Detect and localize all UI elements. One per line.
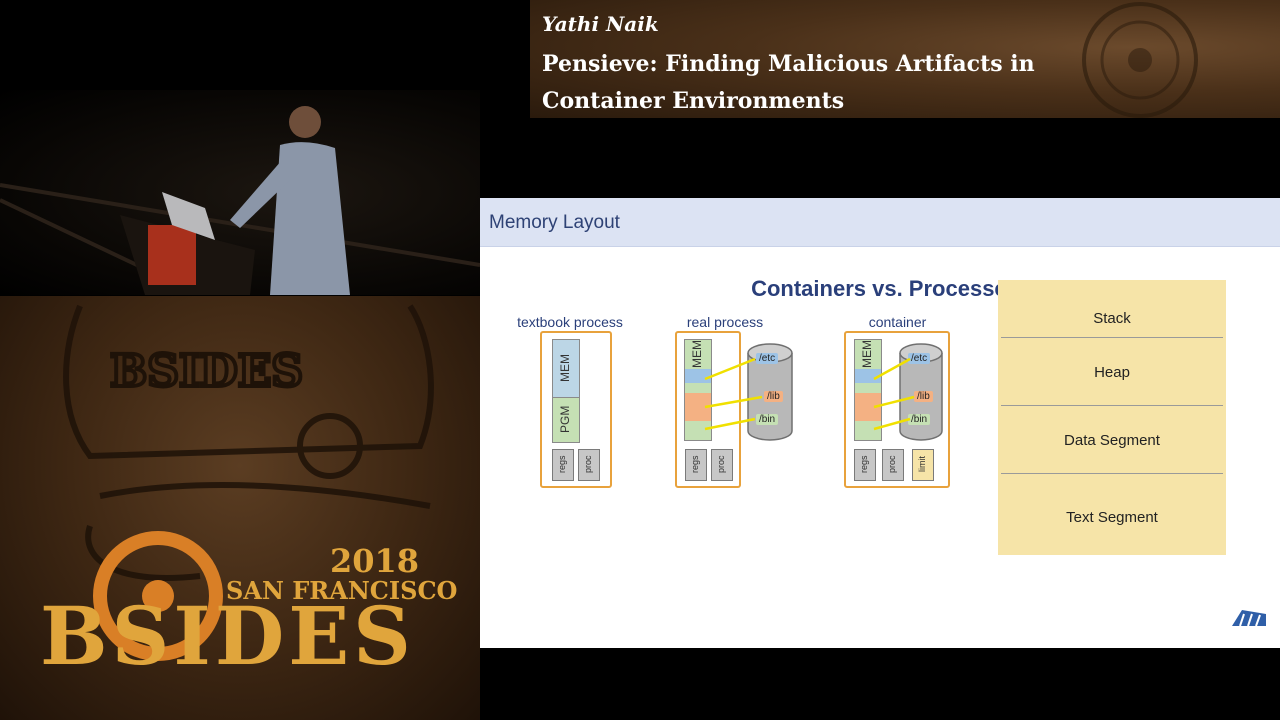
real-process-box: MEM regs proc: [675, 331, 741, 488]
slide-subtitle: Containers vs. Processes: [751, 276, 1019, 301]
diagram-label-container: container: [868, 314, 927, 330]
regs-label: regs: [859, 455, 869, 473]
speaker-scene-image: [0, 106, 480, 295]
mem-segment: [552, 339, 580, 399]
layout-row-data-segment: Data Segment: [1064, 432, 1160, 449]
pgm-label: PGM: [558, 405, 572, 433]
fs-etc-tag: /etc: [908, 353, 931, 364]
fs-etc-tag: /etc: [756, 353, 779, 364]
svg-text:BSIDES: BSIDES: [110, 346, 303, 397]
regs-block: [552, 449, 574, 481]
speaker-video: [0, 90, 480, 295]
slide-header-bar: [480, 198, 1280, 247]
regs-label: regs: [690, 455, 700, 473]
mem-label: MEM: [558, 354, 572, 382]
event-name: BSIDES: [40, 589, 415, 683]
proc-block: [578, 449, 600, 481]
layout-divider: [1001, 473, 1223, 474]
event-city: SAN FRANCISCO: [226, 576, 458, 605]
bsides-logo-illustration: BSIDES: [63, 304, 434, 661]
event-logo-panel: BSIDES 2018 SAN FRANCISCO BSIDES: [0, 296, 480, 720]
fs-lib-tag: /lib: [764, 391, 783, 402]
layout-row-text-segment: Text Segment: [1066, 509, 1158, 526]
mapping-arrows-icon: [873, 357, 915, 431]
event-year: 2018: [330, 542, 420, 580]
proc-block: [882, 449, 904, 481]
fs-bin-tag: /bin: [908, 414, 931, 425]
textbook-process-box: MEM PGM regs proc: [540, 331, 612, 488]
limit-label: limit: [917, 456, 927, 472]
layout-divider: [1001, 337, 1223, 338]
layout-row-heap: Heap: [1094, 364, 1130, 381]
slide-title: Memory Layout: [489, 212, 620, 233]
proc-label: proc: [887, 455, 897, 473]
speaker-name: Yathi Naik: [542, 12, 659, 36]
vendor-logo-icon: [1232, 610, 1266, 627]
etc-mapped-region: [685, 369, 711, 383]
proc-label: proc: [716, 455, 726, 473]
regs-label: regs: [557, 455, 567, 473]
layout-divider: [1001, 405, 1223, 406]
regs-block: [854, 449, 876, 481]
proc-block: [711, 449, 733, 481]
presentation-slide: Memory Layout Containers vs. Processes t…: [480, 198, 1280, 648]
regs-block: [685, 449, 707, 481]
memory-layout-stack: Stack Heap Data Segment Text Segment: [998, 280, 1226, 555]
mem-segment: [854, 339, 882, 441]
header-banner: [530, 0, 1280, 118]
talk-title: Pensieve: Finding Malicious Artifacts in…: [542, 51, 1035, 114]
layout-row-stack: Stack: [1093, 310, 1131, 327]
limit-block: [912, 449, 934, 481]
mapping-arrows-icon: [704, 357, 763, 431]
diagram-label-real-process: real process: [686, 314, 764, 330]
mem-segment: [684, 339, 712, 441]
diagram-label-textbook: textbook process: [517, 314, 623, 330]
gear-watermark-icon: [1082, 2, 1198, 118]
proc-label: proc: [583, 455, 593, 473]
fs-lib-tag: /lib: [914, 391, 933, 402]
pgm-segment: [552, 397, 580, 443]
fs-bin-tag: /bin: [756, 414, 779, 425]
